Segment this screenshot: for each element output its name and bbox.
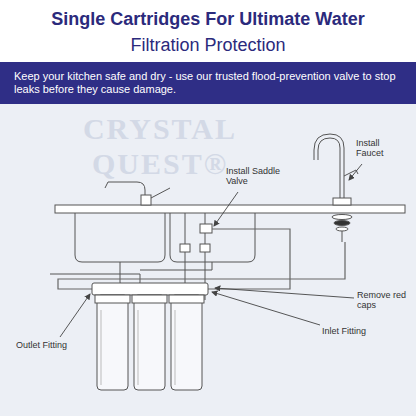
callout-label: Install Faucet <box>356 138 406 159</box>
callout-label: Inlet Fitting <box>322 326 370 336</box>
tubing <box>58 229 345 289</box>
filter-system <box>92 283 208 390</box>
kitchen-sink <box>50 182 405 292</box>
callout-label: Install Saddle Valve <box>226 166 284 187</box>
banner-text: Keep your kitchen safe and dry - use our… <box>14 70 402 95</box>
leader-lines <box>60 164 362 337</box>
background <box>0 104 416 416</box>
saddle-valve <box>200 224 212 233</box>
subtitle: Filtration Protection <box>8 35 408 56</box>
heading: Single Cartridges For Ultimate Water <box>4 9 412 30</box>
new-faucet <box>314 134 358 242</box>
callout-label: Remove red caps <box>357 290 409 311</box>
callout-label: Outlet Fitting <box>16 340 68 350</box>
banner-band <box>0 62 416 104</box>
